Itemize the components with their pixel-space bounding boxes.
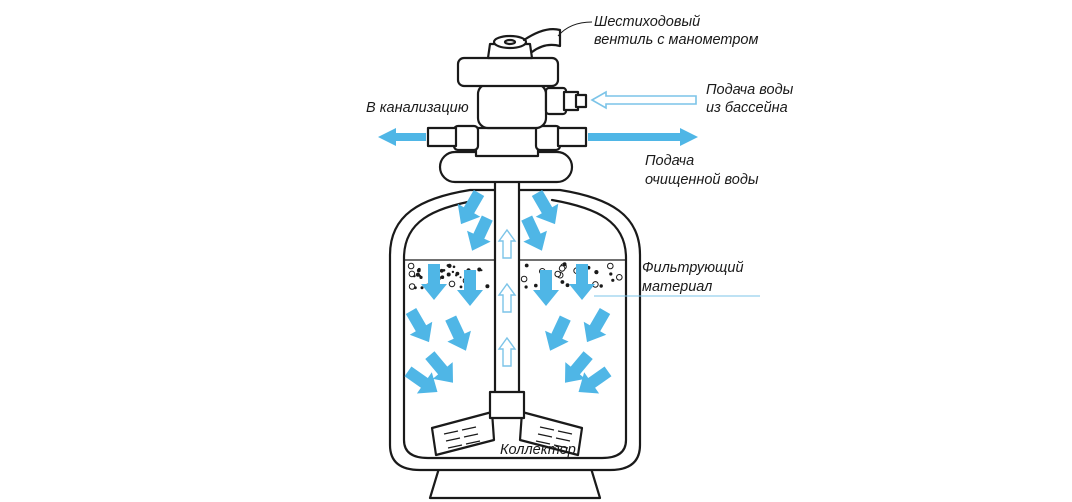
media-dot bbox=[448, 280, 456, 288]
media-dot bbox=[452, 265, 456, 269]
clean-water-outflow-arrow-icon bbox=[588, 128, 698, 146]
valve-leader bbox=[557, 21, 593, 37]
media-dot bbox=[408, 270, 416, 278]
media-dot bbox=[407, 262, 415, 270]
sewer-label: В канализацию bbox=[366, 100, 469, 116]
sewer-outflow-arrow-icon bbox=[378, 128, 426, 146]
media-dot bbox=[459, 276, 462, 279]
media-dot bbox=[455, 274, 458, 277]
collector bbox=[430, 390, 584, 457]
media-dot bbox=[420, 286, 424, 290]
inflow-label-line2: из бассейна bbox=[706, 100, 788, 116]
tank-inner-wall bbox=[402, 198, 628, 460]
media-dot bbox=[485, 284, 490, 289]
media-dot bbox=[520, 275, 528, 283]
filter-media-label-line2: материал bbox=[642, 279, 712, 295]
media-dot bbox=[416, 268, 421, 273]
valve-label-line1: Шестиходовый bbox=[594, 14, 700, 30]
media-dot bbox=[418, 274, 421, 277]
media-dot bbox=[451, 270, 455, 274]
leader-lines bbox=[557, 21, 760, 297]
six-way-valve bbox=[456, 28, 588, 130]
clean-water-label-line1: Подача bbox=[645, 153, 694, 169]
media-dot bbox=[554, 270, 562, 278]
media-dot bbox=[439, 268, 444, 273]
lower-fittings bbox=[426, 124, 588, 152]
pressure-gauge-hose bbox=[522, 28, 562, 54]
media-dot bbox=[565, 283, 570, 288]
inflow-label-line1: Подача воды bbox=[706, 82, 794, 98]
media-dot bbox=[609, 272, 613, 276]
media-dot bbox=[446, 272, 451, 277]
media-dot bbox=[446, 264, 450, 267]
media-dot bbox=[413, 286, 417, 290]
collector-label: Коллектор bbox=[500, 442, 576, 458]
media-dot bbox=[459, 285, 463, 289]
media-dot bbox=[607, 262, 614, 270]
media-dot bbox=[524, 263, 529, 268]
inflow-arrow-icon bbox=[590, 90, 697, 110]
media-dot bbox=[534, 283, 538, 288]
media-dot bbox=[442, 269, 446, 272]
media-dot bbox=[560, 280, 565, 284]
valve-label-line2: вентиль с манометром bbox=[594, 32, 758, 48]
media-dot bbox=[562, 262, 567, 267]
media-dot bbox=[611, 278, 615, 282]
media-dot bbox=[440, 275, 445, 280]
media-dot bbox=[558, 265, 566, 272]
media-dot bbox=[616, 274, 623, 281]
media-dot bbox=[477, 267, 482, 272]
clean-water-label-line2: очищенной воды bbox=[645, 172, 759, 188]
media-dot bbox=[594, 270, 599, 275]
media-dot bbox=[524, 285, 528, 289]
filter-media-label-line1: Фильтрующий bbox=[642, 260, 744, 276]
media-dot bbox=[599, 284, 603, 288]
